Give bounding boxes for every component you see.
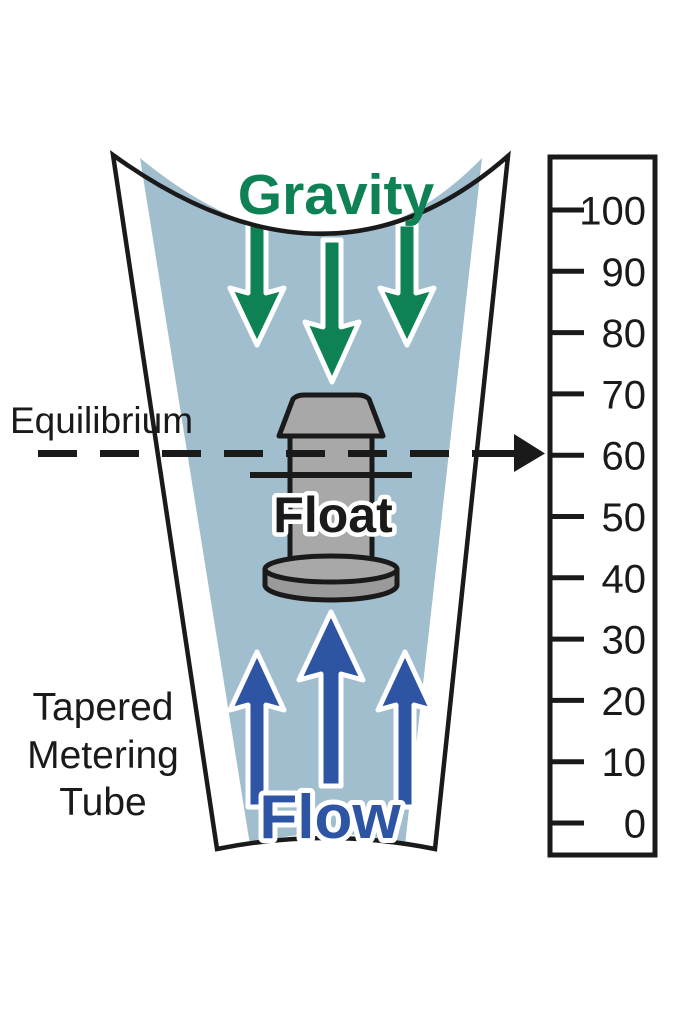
flow-arrow-middle [296, 609, 366, 789]
flow-arrows [227, 609, 435, 810]
float-label: Float [273, 487, 393, 543]
scale-label-70: 70 [602, 373, 647, 417]
scale-label-0: 0 [624, 803, 646, 847]
scale-label-20: 20 [602, 680, 647, 724]
scale-label-10: 10 [602, 741, 647, 785]
gravity-arrow-right [377, 221, 437, 348]
tube-caption-line1: Tapered [33, 686, 174, 729]
scale-label-40: 40 [602, 557, 647, 601]
float-body [287, 433, 375, 575]
float-cap [276, 392, 386, 439]
gravity-arrow-middle [302, 237, 362, 385]
flow-arrow-right [375, 649, 435, 810]
gravity-arrow-left [227, 221, 287, 348]
tube-caption-line3: Tube [59, 781, 146, 824]
scale-label-80: 80 [602, 312, 647, 356]
scale-label-60: 60 [602, 435, 647, 479]
equilibrium-pointer [38, 434, 545, 472]
scale-label-50: 50 [602, 496, 647, 540]
tube-caption-line2: Metering [27, 734, 179, 777]
tube-caption: Tapered Metering Tube [27, 686, 179, 824]
scale: 100 90 80 70 60 50 40 30 20 10 0 [547, 154, 658, 858]
scale-label-30: 30 [602, 619, 647, 663]
flow-arrow-left [227, 649, 287, 810]
gravity-arrows [227, 221, 437, 385]
float-base-top [262, 553, 400, 585]
scale-label-90: 90 [602, 251, 647, 295]
float [262, 392, 400, 603]
metering-tube-outline [109, 150, 511, 852]
equilibrium-arrowhead-icon [514, 434, 545, 472]
gravity-label: Gravity [238, 163, 435, 227]
scale-label-100: 100 [579, 190, 646, 234]
equilibrium-label: Equilibrium [10, 400, 193, 441]
flow-label: Flow [259, 783, 401, 852]
